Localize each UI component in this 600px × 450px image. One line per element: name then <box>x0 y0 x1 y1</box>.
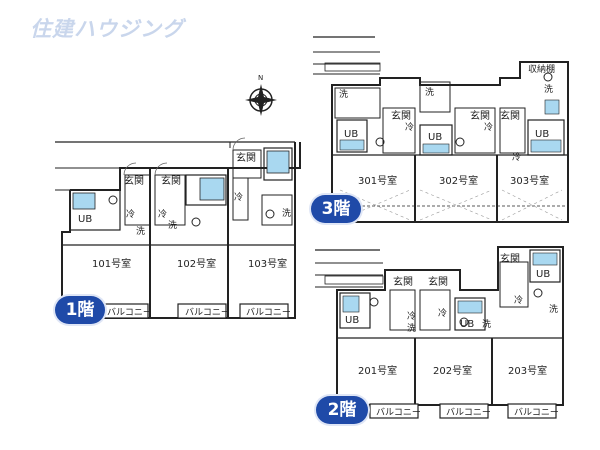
room-label-202: 202号室 <box>433 364 472 377</box>
entrance-label: 玄関 <box>236 151 256 164</box>
fridge-label: 冷 <box>158 208 167 220</box>
washer-label: 洗 <box>136 225 145 237</box>
unit-bath-label: UB <box>535 129 549 140</box>
unit-bath-label: UB <box>460 319 474 330</box>
room-label-302: 302号室 <box>439 174 478 187</box>
floor-1-labels: 玄関 玄関 玄関 UB 冷 冷 冷 洗 洗 洗 101号室 102号室 103号… <box>78 151 291 318</box>
entrance-label: 玄関 <box>161 174 181 187</box>
entrance-label: 玄関 <box>393 275 413 288</box>
balcony-label: バルコニー <box>514 407 559 418</box>
entrance-label: 玄関 <box>124 174 144 187</box>
fridge-label: 冷 <box>438 307 447 319</box>
entrance-label: 玄関 <box>391 109 411 122</box>
watermark-logo: 住建ハウジング <box>30 17 184 41</box>
floor-2-labels: 玄関 玄関 玄関 UB UB UB 冷 冷 冷 洗 洗 洗 201号室 202号… <box>345 252 559 418</box>
floor-badge-1f: 1階 <box>55 296 105 324</box>
compass-north-label: N <box>258 74 263 82</box>
balcony-label: バルコニー <box>446 407 491 418</box>
unit-bath-label: UB <box>344 129 358 140</box>
fridge-label: 冷 <box>484 121 493 133</box>
washer-label: 洗 <box>168 219 177 231</box>
floor-3-plan <box>313 36 569 223</box>
room-label-201: 201号室 <box>358 364 397 377</box>
washer-label: 洗 <box>482 318 491 330</box>
balcony-label: バルコニー <box>246 307 291 318</box>
entrance-label: 玄関 <box>428 275 448 288</box>
washer-label: 洗 <box>282 207 291 219</box>
entrance-label: 玄関 <box>500 252 520 265</box>
balcony-label: バルコニー <box>185 307 230 318</box>
floor-3-labels: 収納棚 玄関 玄関 玄関 UB UB UB 洗 洗 洗 冷 冷 冷 301号室 … <box>339 63 555 187</box>
unit-bath-label: UB <box>536 269 550 280</box>
fridge-label: 冷 <box>405 121 414 133</box>
room-label-203: 203号室 <box>508 364 547 377</box>
washer-label: 洗 <box>549 303 558 315</box>
room-label-303: 303号室 <box>510 174 549 187</box>
entrance-label: 玄関 <box>500 109 520 122</box>
fridge-label: 冷 <box>234 191 243 203</box>
washer-label: 洗 <box>339 88 348 100</box>
balcony-label: バルコニー <box>376 407 421 418</box>
room-label-101: 101号室 <box>92 257 131 270</box>
balcony-label: バルコニー <box>107 307 152 318</box>
washer-label: 洗 <box>425 86 434 98</box>
unit-bath-label: UB <box>428 132 442 143</box>
room-label-103: 103号室 <box>248 257 287 270</box>
washer-label: 洗 <box>544 83 553 95</box>
floor-1-plan <box>55 137 301 319</box>
unit-bath-label: UB <box>78 214 92 225</box>
room-label-102: 102号室 <box>177 257 216 270</box>
entrance-label: 玄関 <box>470 109 490 122</box>
floor-badge-2f: 2階 <box>316 396 368 424</box>
floor-2-plan <box>315 246 564 419</box>
room-label-301: 301号室 <box>358 174 397 187</box>
washer-label: 洗 <box>407 322 416 334</box>
fridge-label: 冷 <box>514 294 523 306</box>
fridge-label: 冷 <box>126 208 135 220</box>
unit-bath-label: UB <box>345 315 359 326</box>
fridge-label: 冷 <box>512 151 521 163</box>
fridge-label: 冷 <box>407 310 416 322</box>
floor-badge-3f: 3階 <box>311 195 361 223</box>
compass-icon: N <box>245 74 277 116</box>
storage-label: 収納棚 <box>528 63 555 75</box>
